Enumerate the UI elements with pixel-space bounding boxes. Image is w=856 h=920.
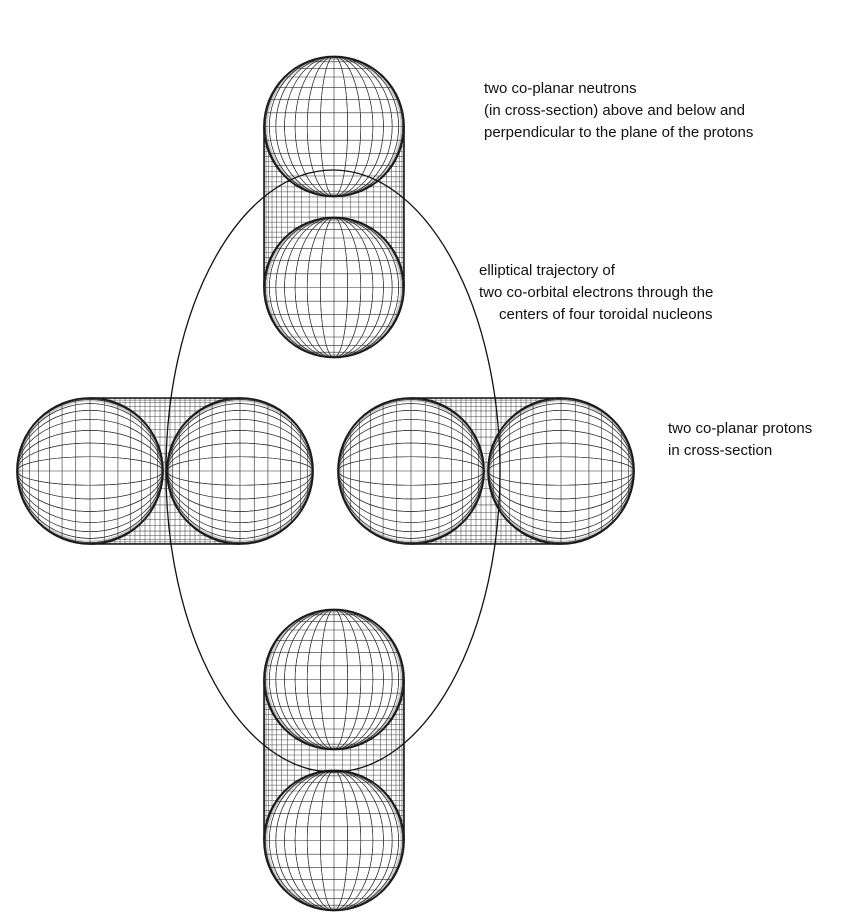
neutron-torus-top [263,55,405,359]
trajectory-annotation-line: two co-orbital electrons through the [479,284,714,301]
neutrons-annotation: two co-planar neutrons (in cross-section… [484,78,753,144]
protons-annotation: two co-planar protons in cross-section [668,418,812,462]
protons-annotation-line: in cross-section [668,442,773,459]
neutrons-annotation-line: two co-planar neutrons [484,80,637,97]
electron-elliptical-trajectory [165,169,501,773]
torus-section-shade [338,398,484,544]
neutrons-annotation-line: (in cross-section) above and below and [484,102,745,119]
torus-section-shade [264,57,404,196]
proton-torus-left [16,397,314,545]
torus-section-shade [488,398,634,544]
trajectory-annotation-line: elliptical trajectory of [479,262,615,279]
neutron-torus-bottom [263,608,405,912]
torus-section-shade [17,398,163,544]
torus-section-shade [167,398,313,544]
torus-section-shade [264,610,404,749]
torus-section-shade [264,218,404,357]
protons-annotation-line: two co-planar protons [668,420,813,437]
trajectory-annotation: elliptical trajectory of two co-orbital … [479,260,713,326]
torus-section-mesh [488,398,634,544]
proton-torus-right [337,397,635,545]
trajectory-annotation-line: centers of four toroidal nucleons [499,306,713,323]
torus-section-mesh [167,398,313,544]
neutrons-annotation-line: perpendicular to the plane of the proton… [484,124,754,141]
